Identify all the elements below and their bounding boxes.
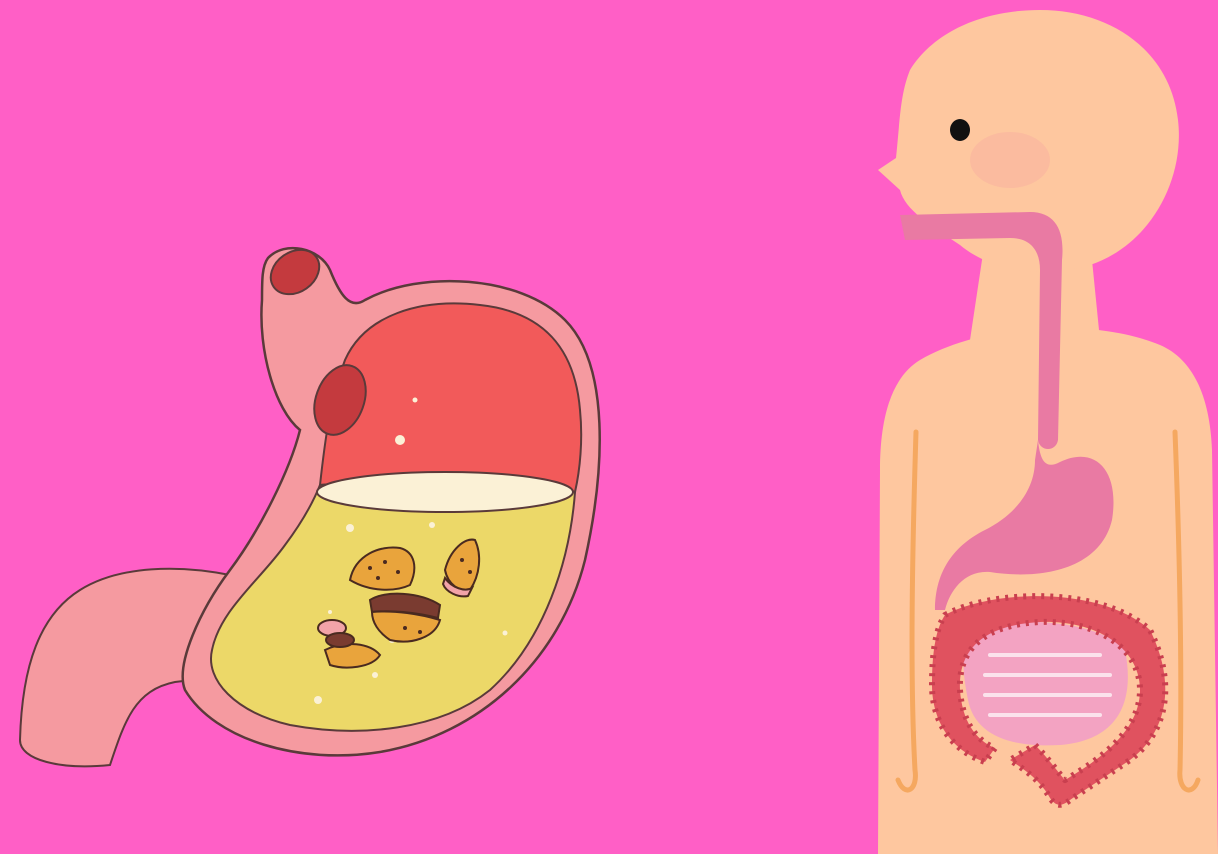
cheek-blush [970,132,1050,188]
juice-surface [317,472,573,512]
patty-piece-5 [326,633,354,647]
eye [950,119,970,141]
small-intestine [964,622,1128,746]
stomach-illustration [20,241,600,767]
human-figure [878,10,1218,854]
